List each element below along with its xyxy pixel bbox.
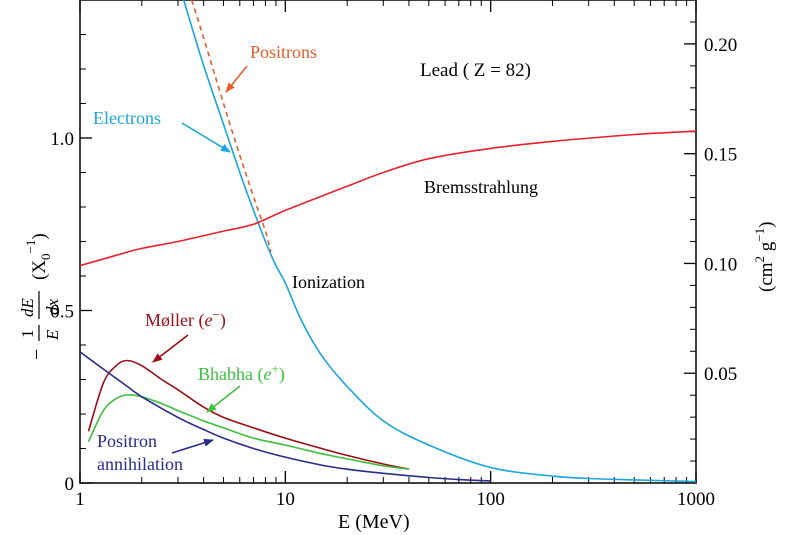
y-right-units: (cm2 g−1) [752,222,777,292]
y-left-units: (X0−1) [23,233,53,280]
y-right-tick-label: 0.15 [704,145,737,166]
annihilation-label-line2: annihilation [97,454,183,474]
electrons-label: Electrons [93,108,161,128]
y-axis-right-label: (cm2 g−1) [752,222,777,292]
positrons-arrow [225,65,248,93]
moller-label: Møller (e−) [145,307,226,332]
y-left-frac2-den: dx [43,299,62,316]
bremsstrahlung-curve [80,130,696,267]
y-right-tick-label: 0.05 [704,364,737,385]
electrons-curve [182,0,696,483]
x-tick-label: 10 [276,489,295,510]
moller-arrow [152,334,189,363]
x-tick-label: 100 [476,489,505,510]
series-layer [80,0,696,483]
x-axis-label: E (MeV) [338,511,410,533]
y-left-minus: − [26,349,48,360]
annotation-arrows [152,65,248,454]
y-left-frac1-num: 1 [18,330,37,339]
y-axis-left-label: − 1 E dE dx (X0−1) [18,233,62,360]
y-left-tick-label: 1.0 [50,129,74,150]
axis-ticks: 1 10 100 1000 0 0.5 1.0 0.05 0.10 0.15 0.20 [50,0,737,510]
ionization-label: Ionization [292,272,365,292]
annihilation-curve [80,351,491,482]
positrons-label: Positrons [250,42,317,62]
plot-frame [79,0,697,484]
annihilation-label-line1: Positron [97,431,157,451]
electrons-arrow [181,122,231,153]
y-left-tick-label: 0 [65,474,75,495]
y-left-frac2-num: dE [18,298,37,318]
y-right-tick-label: 0.10 [704,254,737,275]
y-right-tick-label: 0.20 [704,35,737,56]
x-tick-label: 1 [75,489,85,510]
moller-curve [87,359,410,470]
positrons-curve [190,0,272,253]
bhabha-curve [87,394,410,470]
annihilation-arrow [171,438,214,454]
y-left-tick-label: 0.5 [50,302,74,323]
x-tick-label: 1000 [677,489,715,510]
bremsstrahlung-label: Bremsstrahlung [424,177,538,197]
bhabha-label: Bhabha (e+) [198,361,285,386]
y-left-frac1-den: E [43,329,62,341]
chart-title: Lead ( Z = 82) [420,60,531,81]
bhabha-arrow [206,385,241,413]
